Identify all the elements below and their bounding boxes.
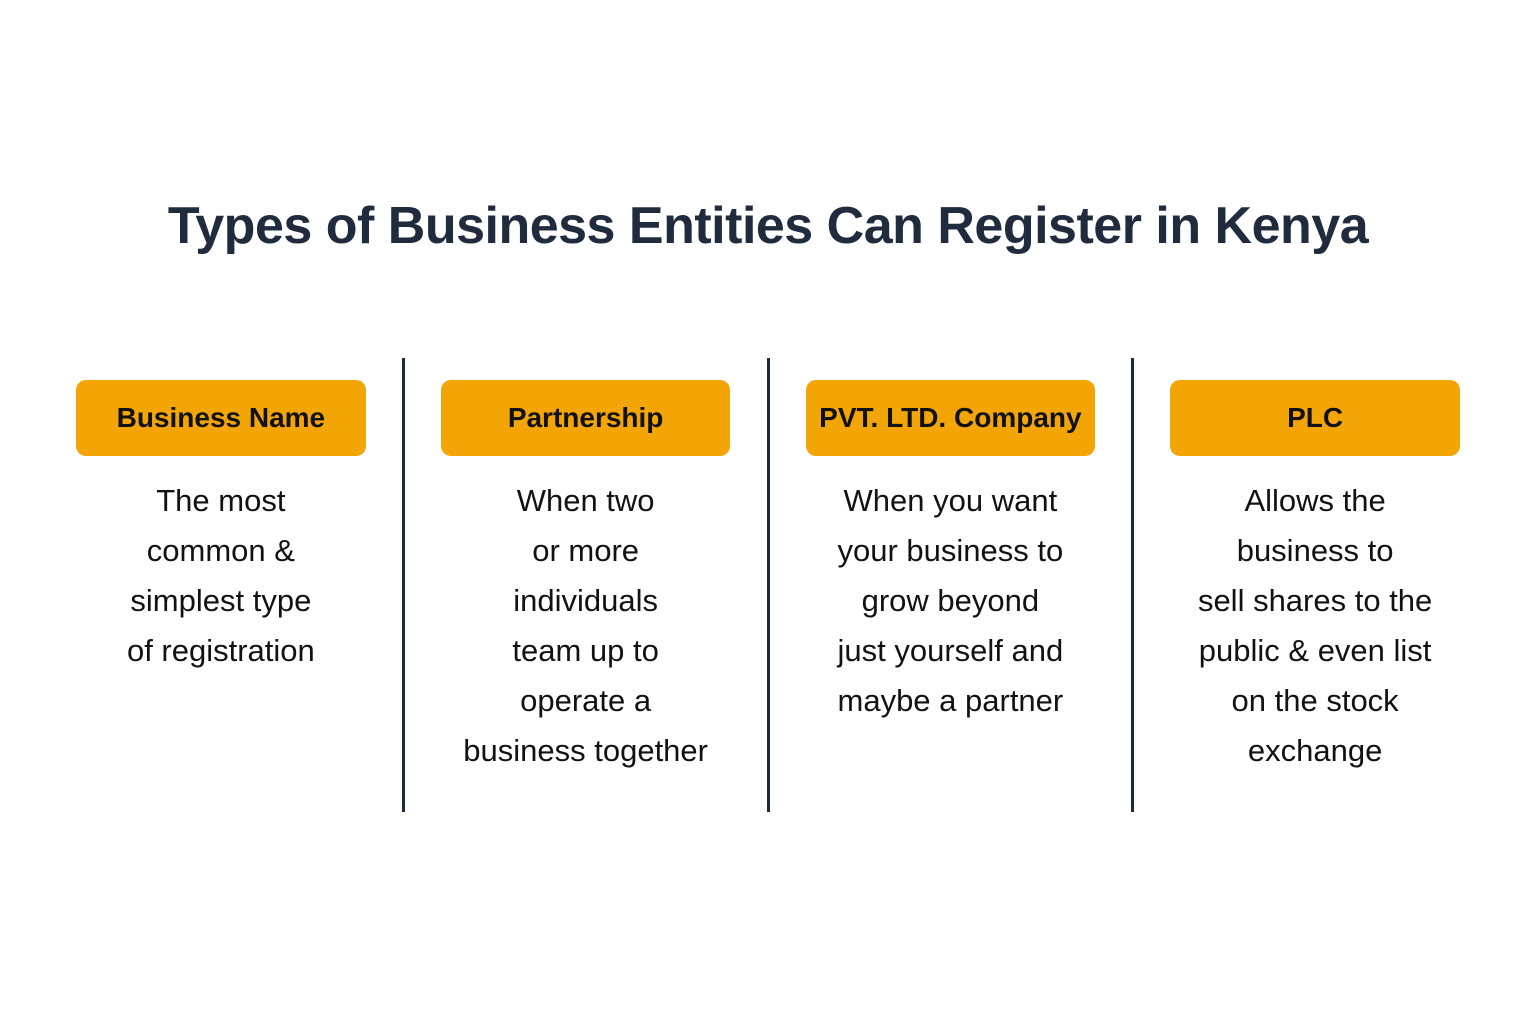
page-title: Types of Business Entities Can Register … [167,197,1369,255]
divider-line [401,358,405,812]
badge-pvt-ltd-company: PVT. LTD. Company [805,380,1096,456]
description-partnership: When two or more individuals team up to … [463,483,708,768]
badge-business-name: Business Name [76,380,366,456]
column-business-name: Business Name The most common & simplest… [40,358,402,812]
column-pvt-ltd-company: PVT. LTD. Company When you want your bus… [770,358,1132,812]
badge-partnership: Partnership [440,380,731,456]
divider-line [766,358,770,812]
column-partnership: Partnership When two or more individuals… [405,358,767,812]
description-plc: Allows the business to sell shares to th… [1197,483,1433,768]
badge-plc: PLC [1170,380,1460,456]
entity-columns: Business Name The most common & simplest… [40,358,1496,812]
column-plc: PLC Allows the business to sell shares t… [1134,358,1496,812]
description-business-name: The most common & simplest type of regis… [126,483,315,668]
description-pvt-ltd-company: When you want your business to grow beyo… [837,483,1064,718]
divider-line [1131,358,1135,812]
